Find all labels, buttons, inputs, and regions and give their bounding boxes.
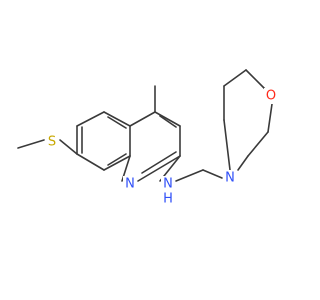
- structure-diagram: S N N H N O: [17, 69, 278, 207]
- atom-label-layer: S N N H N O: [45, 88, 278, 207]
- atom-n-amine-bg: [161, 176, 175, 192]
- molecule-canvas: S N N H N O: [17, 69, 278, 207]
- bond-11: [137, 155, 181, 182]
- bond-26: [107, 153, 127, 166]
- bond-3: [76, 111, 105, 127]
- atom-n-amine: N: [163, 177, 173, 192]
- atom-h-amine: H: [163, 192, 173, 207]
- bond-7: [76, 153, 105, 171]
- atom-o-morpholine-bg: [264, 88, 278, 104]
- bond-4: [103, 111, 131, 127]
- bond-27: [159, 115, 177, 128]
- bond-25: [107, 116, 127, 129]
- atom-h-amine-bg: [161, 191, 175, 207]
- bond-15: [175, 169, 204, 182]
- bond-28: [141, 151, 177, 174]
- atom-s: S: [48, 135, 56, 150]
- bond-20: [245, 69, 267, 91]
- bond-6: [103, 155, 131, 171]
- bond-0: [17, 139, 45, 149]
- bond-8: [129, 111, 156, 127]
- bond-9: [154, 111, 181, 127]
- bond-layer: [17, 69, 273, 182]
- bond-17: [237, 155, 249, 171]
- bond-19: [267, 103, 273, 133]
- bond-18: [247, 131, 269, 157]
- atom-o-morpholine: O: [266, 89, 276, 104]
- atom-n-morpholine-bg: [223, 170, 237, 186]
- atom-n-morpholine: N: [225, 171, 235, 186]
- bond-16: [202, 169, 223, 179]
- atom-n-ring-bg: [123, 176, 137, 192]
- atom-n-ring: N: [125, 177, 135, 192]
- atom-s-bg: [45, 134, 59, 150]
- bond-23: [223, 119, 231, 171]
- bond-1: [59, 139, 78, 155]
- bond-21: [223, 69, 247, 87]
